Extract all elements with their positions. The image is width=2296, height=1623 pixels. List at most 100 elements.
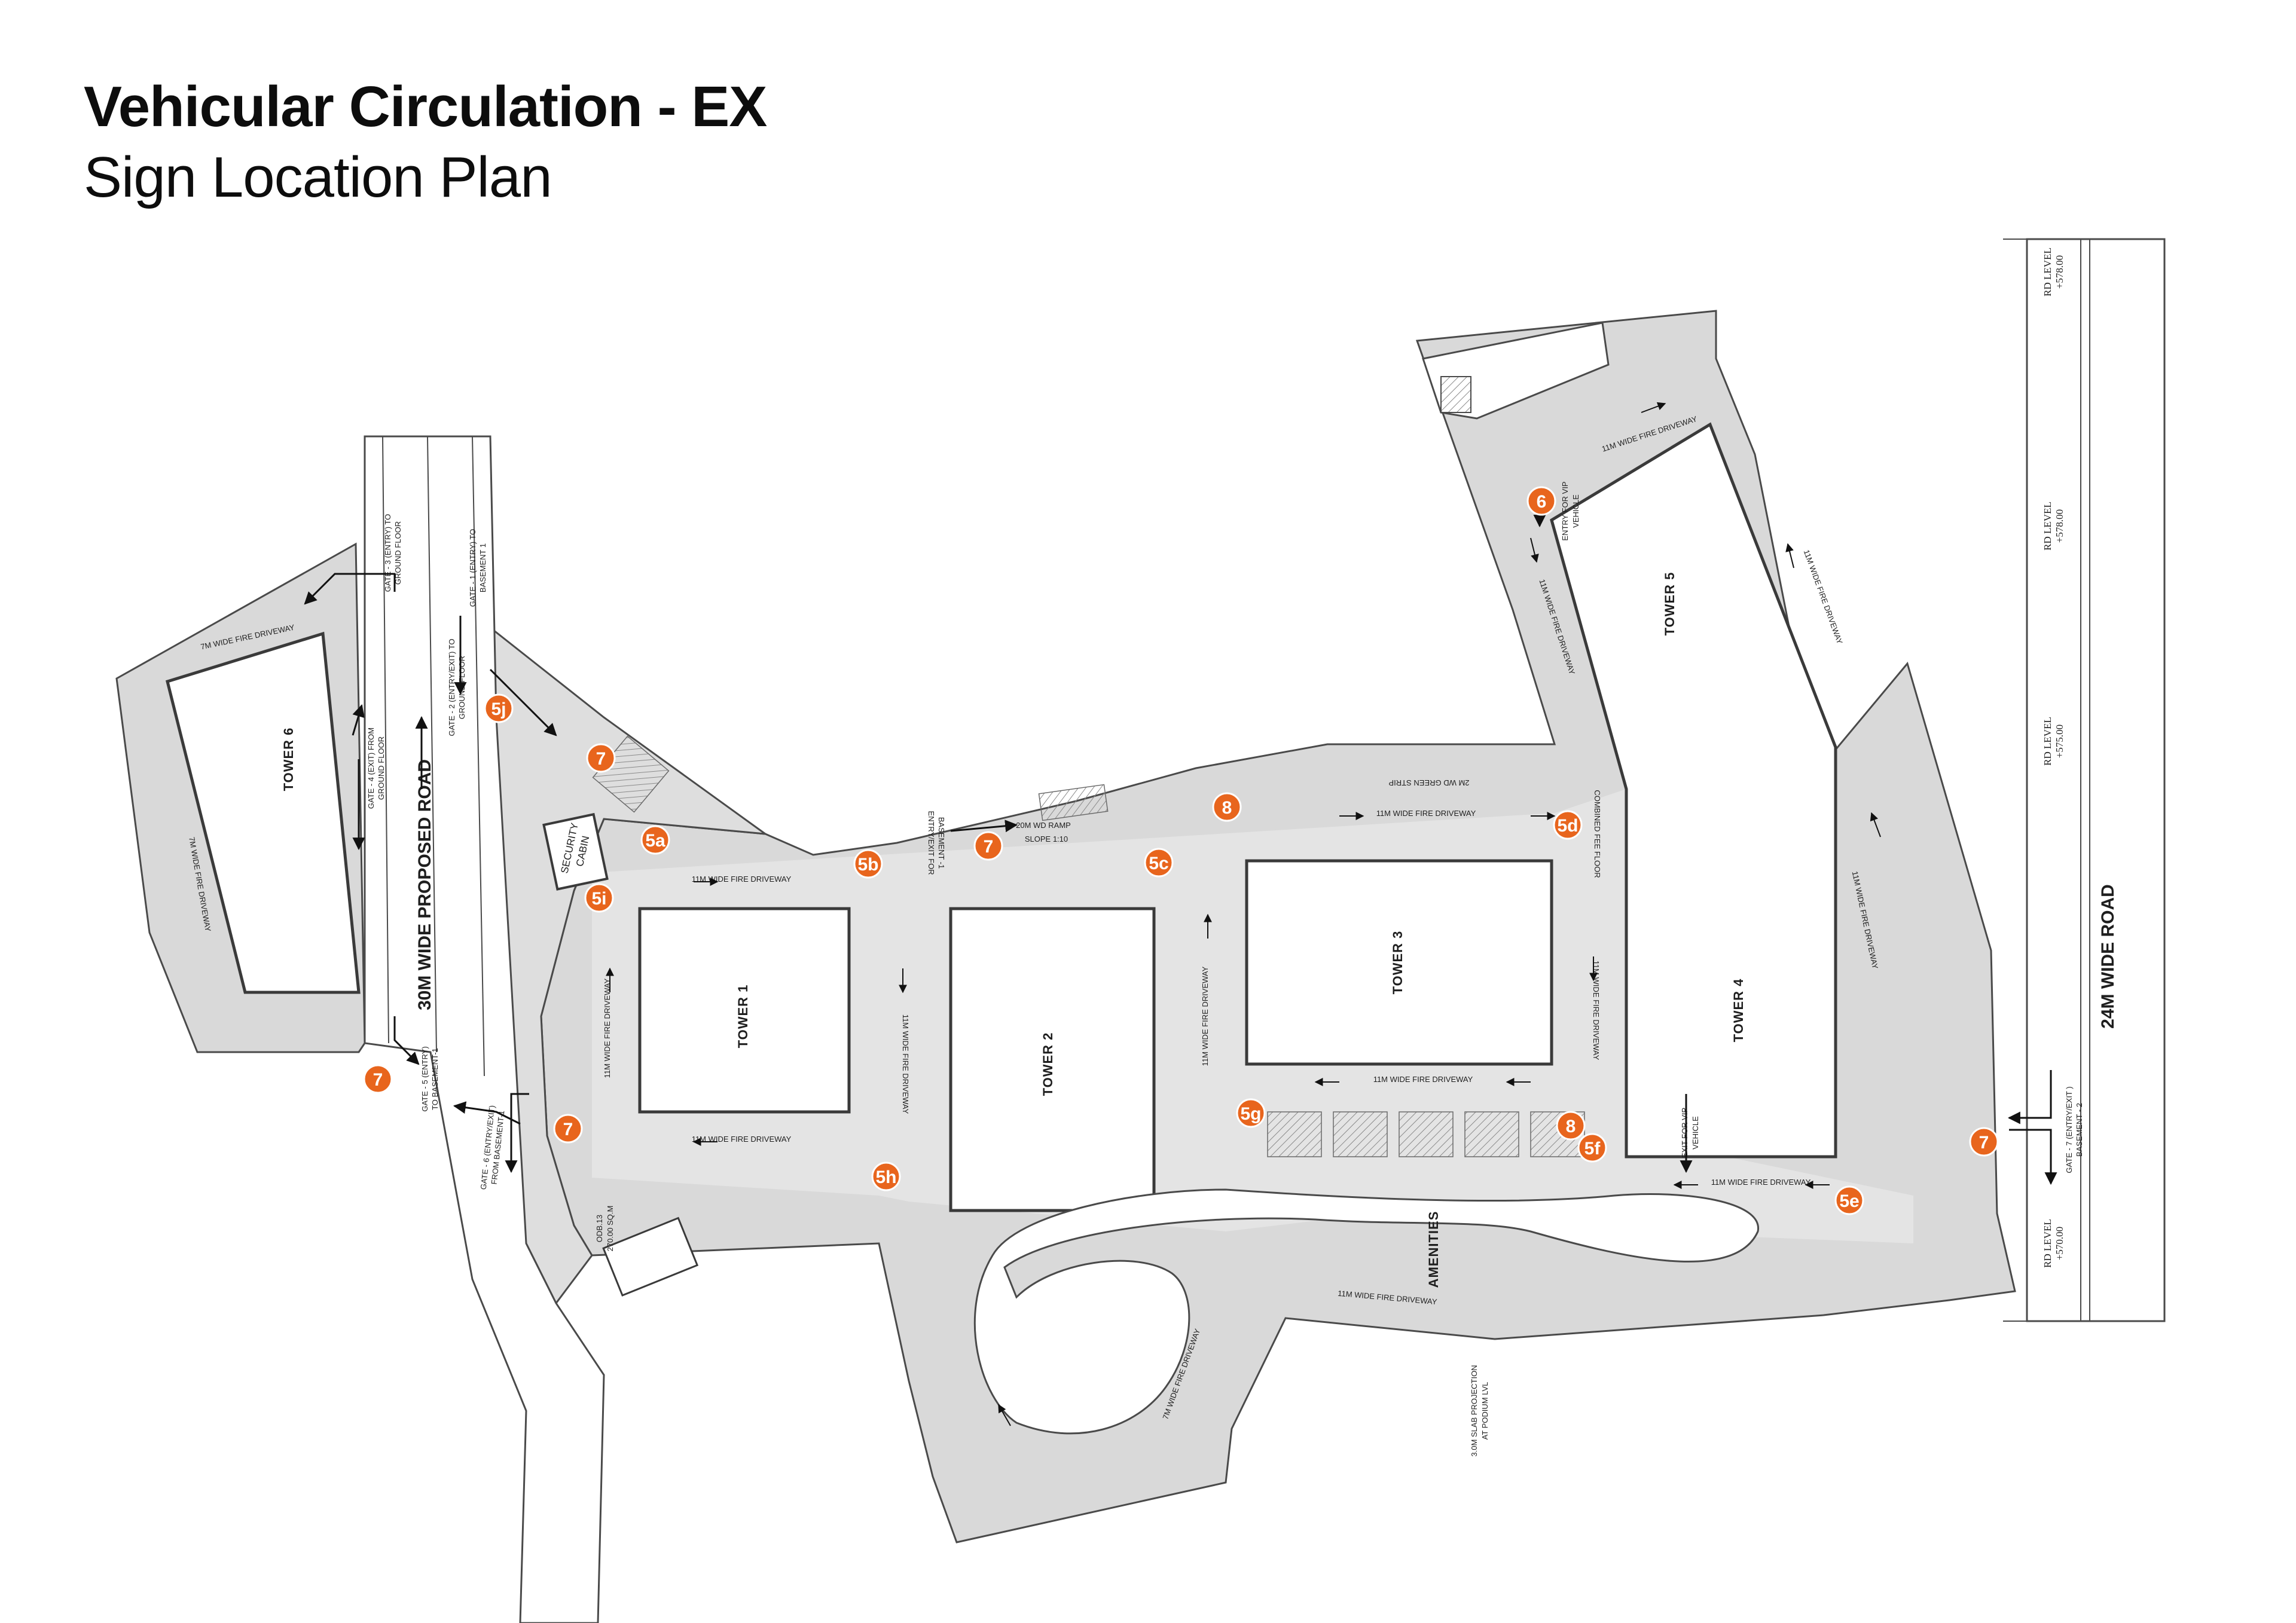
proposed-road-label: 30M WIDE PROPOSED ROAD [415, 759, 435, 1010]
odb-block [602, 1217, 699, 1297]
sign-marker-7-b[interactable]: 7 [973, 831, 1003, 861]
sign-marker-5b-label: 5b [857, 855, 878, 875]
sign-marker-5f[interactable]: 5f [1577, 1133, 1607, 1163]
road-level-2: RD LEVEL [2042, 502, 2053, 551]
sign-marker-5g[interactable]: 5g [1236, 1098, 1266, 1128]
combined-label: COMBINED FEE FLOOR [1593, 790, 1602, 878]
driveway-label-4: 11M WIDE FIRE DRIVEWAY [1373, 1075, 1473, 1084]
gate5-label-a: GATE - 5 (ENTRY) [420, 1046, 429, 1111]
vip-exit-label-a: EXIT FOR VIP [1680, 1108, 1689, 1158]
road-24m [2026, 238, 2166, 1322]
gate2-label-b: GROUND FLOOR [457, 656, 466, 719]
gate4-label-a: GATE - 4 (EXIT) FROM [367, 728, 375, 809]
amenities-label: AMENITIES [1426, 1211, 1441, 1288]
sign-marker-7-a-label: 7 [596, 749, 606, 769]
sign-marker-7-a[interactable]: 7 [586, 743, 616, 773]
road-level-1-value: +578.00 [2054, 255, 2065, 289]
tower2-label: TOWER 2 [1040, 1032, 1055, 1096]
driveway-label-6: 11M WIDE FIRE DRIVEWAY [603, 978, 612, 1078]
odb-label-b: 270.00 SQ.M [606, 1206, 615, 1252]
driveway-label-5: 11M WIDE FIRE DRIVEWAY [1711, 1178, 1811, 1187]
arrow-gate4-b [352, 704, 365, 736]
road-levels: RD LEVEL +578.00 RD LEVEL +578.00 RD LEV… [2042, 247, 2065, 1268]
slab-label-b: AT PODIUM LVL [1480, 1382, 1489, 1440]
tower6 [165, 631, 361, 994]
ramp-label-2: SLOPE 1:10 [1025, 835, 1068, 843]
sign-marker-7-d[interactable]: 7 [553, 1114, 583, 1144]
sign-marker-5e[interactable]: 5e [1834, 1185, 1864, 1215]
arrow-b1-entry [950, 820, 1018, 833]
arrow-gate7-in [2007, 1070, 2052, 1124]
road-level-3: RD LEVEL [2042, 717, 2053, 766]
sign-marker-7-e[interactable]: 7 [1969, 1127, 1999, 1157]
sign-marker-5g-label: 5g [1240, 1104, 1261, 1124]
sign-marker-5d-label: 5d [1557, 816, 1578, 836]
road-level-4-value: +570.00 [2054, 1227, 2065, 1260]
sign-marker-8-a[interactable]: 8 [1212, 792, 1242, 822]
title-block: Vehicular Circulation - EX Sign Location… [84, 72, 767, 213]
arrow-gate6 [505, 1093, 529, 1173]
road-level-3-value: +575.00 [2054, 725, 2065, 758]
gate-labels: GATE - 1 (ENTRY) TO BASEMENT 1 GATE - 2 … [367, 514, 2084, 1190]
arrow-gate6-b [453, 1101, 521, 1125]
sign-markers: 5j 7 5a 5i 5b 7 8 5c 5d 6 7 7 5g 8 5f 5h… [363, 486, 1999, 1215]
gate3-label-b: GROUND FLOOR [393, 521, 402, 585]
driveway-label-8: 11M WIDE FIRE DRIVEWAY [1201, 966, 1210, 1066]
sign-marker-5h[interactable]: 5h [871, 1162, 901, 1191]
tower-labels: TOWER 1 TOWER 2 TOWER 3 TOWER 4 TOWER 5 … [281, 572, 1746, 1096]
tower4-5 [1550, 422, 1837, 1159]
arrow-gate5 [393, 1016, 420, 1065]
road-24m-label: 24M WIDE ROAD [2098, 884, 2118, 1029]
ramp-label-1: 20M WD RAMP [1016, 821, 1071, 830]
sign-marker-5b[interactable]: 5b [853, 849, 883, 879]
sign-marker-7-b-label: 7 [984, 837, 994, 857]
road-level-1: RD LEVEL [2042, 247, 2053, 297]
tower5-label: TOWER 5 [1662, 572, 1677, 636]
arrow-gate3 [304, 573, 396, 605]
tower1-label: TOWER 1 [735, 985, 750, 1049]
driveway-label-13: 11M WIDE FIRE DRIVEWAY [1802, 549, 1845, 646]
page-title: Vehicular Circulation - EX [84, 75, 767, 139]
arrow-gate2 [489, 668, 557, 736]
sign-marker-5a-label: 5a [645, 831, 665, 851]
tower4-label: TOWER 4 [1731, 979, 1746, 1043]
stp-block [1440, 376, 1471, 413]
road-level-2-value: +578.00 [2054, 509, 2065, 543]
gate4-label-b: GROUND FLOOR [377, 736, 386, 800]
page-subtitle: Sign Location Plan [84, 145, 552, 209]
sign-marker-8-a-label: 8 [1222, 798, 1232, 818]
gate7-label-b: BASEMENT - 2 [2075, 1103, 2084, 1157]
vip-exit-label-b: VEHICLE [1691, 1116, 1700, 1150]
tower3-label: TOWER 3 [1390, 931, 1405, 995]
sign-marker-5c[interactable]: 5c [1144, 848, 1174, 878]
sign-marker-7-c[interactable]: 7 [363, 1064, 393, 1094]
sign-marker-5a[interactable]: 5a [640, 825, 670, 855]
vip-entry-label-a: ENTRY FOR VIP [1561, 481, 1570, 540]
driveway-label-3: 11M WIDE FIRE DRIVEWAY [1376, 809, 1476, 818]
gate1-label-a: GATE - 1 (ENTRY) TO [468, 529, 477, 607]
sign-marker-5d[interactable]: 5d [1553, 810, 1583, 840]
sign-marker-5h-label: 5h [875, 1167, 896, 1187]
sign-marker-5i[interactable]: 5i [584, 883, 614, 913]
parking-rows [1267, 1111, 1585, 1157]
ramp-hatch-2 [1038, 784, 1109, 821]
driveway-label-7: 11M WIDE FIRE DRIVEWAY [901, 1014, 910, 1114]
sign-marker-7-d-label: 7 [563, 1120, 573, 1139]
green-strip-label: 2M WD GREEN STRIP [1388, 778, 1469, 787]
sign-marker-8-b[interactable]: 8 [1556, 1111, 1586, 1141]
gate3-label-a: GATE - 3 (ENTRY) TO [383, 514, 392, 592]
gate7-label-a: GATE - 7 (ENTRY/EXIT ) [2065, 1086, 2074, 1173]
vip-entry-label-b: VEHICLE [1571, 494, 1580, 528]
sign-marker-6[interactable]: 6 [1526, 486, 1556, 516]
sign-marker-5j[interactable]: 5j [484, 693, 514, 723]
sign-marker-7-e-label: 7 [1979, 1133, 1989, 1153]
circulation-arrows [304, 490, 2057, 1185]
sign-marker-5f-label: 5f [1584, 1139, 1601, 1159]
arrow-gate7-out [2009, 1129, 2057, 1185]
sign-marker-6-label: 6 [1537, 492, 1547, 512]
sign-marker-8-b-label: 8 [1566, 1117, 1576, 1136]
gate2-label-a: GATE - 2 (ENTRY/EXIT) TO [447, 638, 456, 736]
entry-exit-b1-label-b: BASEMENT -1 [937, 817, 946, 869]
gate5-label-b: TO BASEMENT-1 [430, 1048, 439, 1110]
sign-marker-5j-label: 5j [491, 699, 506, 719]
